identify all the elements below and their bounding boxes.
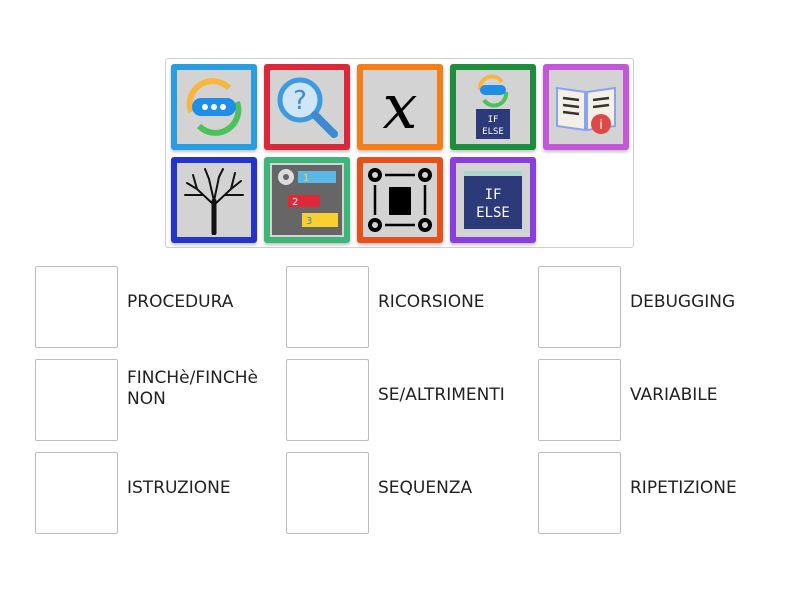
draggable-tile[interactable] bbox=[171, 64, 257, 150]
target-label: DEBUGGING bbox=[630, 292, 736, 312]
drop-box[interactable] bbox=[286, 266, 369, 348]
variable-x-icon: x bbox=[383, 72, 418, 142]
book-info-icon: i bbox=[556, 86, 616, 134]
draggable-tile[interactable]: x bbox=[357, 64, 443, 150]
target-label: RICORSIONE bbox=[378, 292, 485, 312]
repeat-cycle-chat-icon bbox=[186, 78, 242, 136]
target-label: SE/ALTRIMENTI bbox=[378, 385, 505, 405]
target-label: FINCHè/FINCHè NON bbox=[127, 368, 258, 409]
numbered-steps-icon: 1 23 bbox=[272, 165, 342, 235]
drop-box[interactable] bbox=[286, 359, 369, 441]
drop-box[interactable] bbox=[35, 266, 118, 348]
target-label: PROCEDURA bbox=[127, 292, 234, 312]
drop-box[interactable] bbox=[35, 359, 118, 441]
svg-text:1: 1 bbox=[303, 173, 309, 184]
tree-icon bbox=[184, 168, 244, 235]
target-label: ISTRUZIONE bbox=[127, 478, 231, 498]
cycle-if-else-icon: IF ELSE bbox=[476, 74, 510, 139]
drop-box[interactable] bbox=[538, 266, 621, 348]
draggable-tile[interactable] bbox=[171, 157, 257, 243]
if-else-window-icon: IF ELSE bbox=[464, 171, 522, 229]
draggable-tile[interactable]: IF ELSE bbox=[450, 64, 536, 150]
magnifier-question-icon: ? bbox=[277, 77, 338, 138]
drop-box[interactable] bbox=[35, 452, 118, 534]
svg-text:ELSE: ELSE bbox=[482, 127, 504, 137]
drop-box[interactable] bbox=[538, 359, 621, 441]
draggable-tile[interactable] bbox=[357, 157, 443, 243]
svg-text:3: 3 bbox=[306, 216, 312, 227]
draggable-tile[interactable]: IF ELSE bbox=[450, 157, 536, 243]
svg-text:x: x bbox=[383, 72, 418, 142]
svg-text:2: 2 bbox=[292, 197, 298, 208]
drop-box[interactable] bbox=[538, 452, 621, 534]
svg-text:i: i bbox=[599, 118, 603, 133]
svg-text:?: ? bbox=[293, 86, 307, 116]
target-label: VARIABILE bbox=[630, 385, 718, 405]
tile-bank bbox=[165, 58, 634, 248]
svg-text:IF: IF bbox=[485, 187, 502, 203]
process-gears-icon bbox=[368, 168, 432, 232]
svg-text:ELSE: ELSE bbox=[476, 205, 510, 221]
draggable-tile[interactable]: i bbox=[543, 64, 629, 150]
target-label: RIPETIZIONE bbox=[630, 478, 737, 498]
draggable-tile[interactable]: ? bbox=[264, 64, 350, 150]
drop-box[interactable] bbox=[286, 452, 369, 534]
svg-text:IF: IF bbox=[488, 115, 499, 125]
target-label: SEQUENZA bbox=[378, 478, 473, 498]
